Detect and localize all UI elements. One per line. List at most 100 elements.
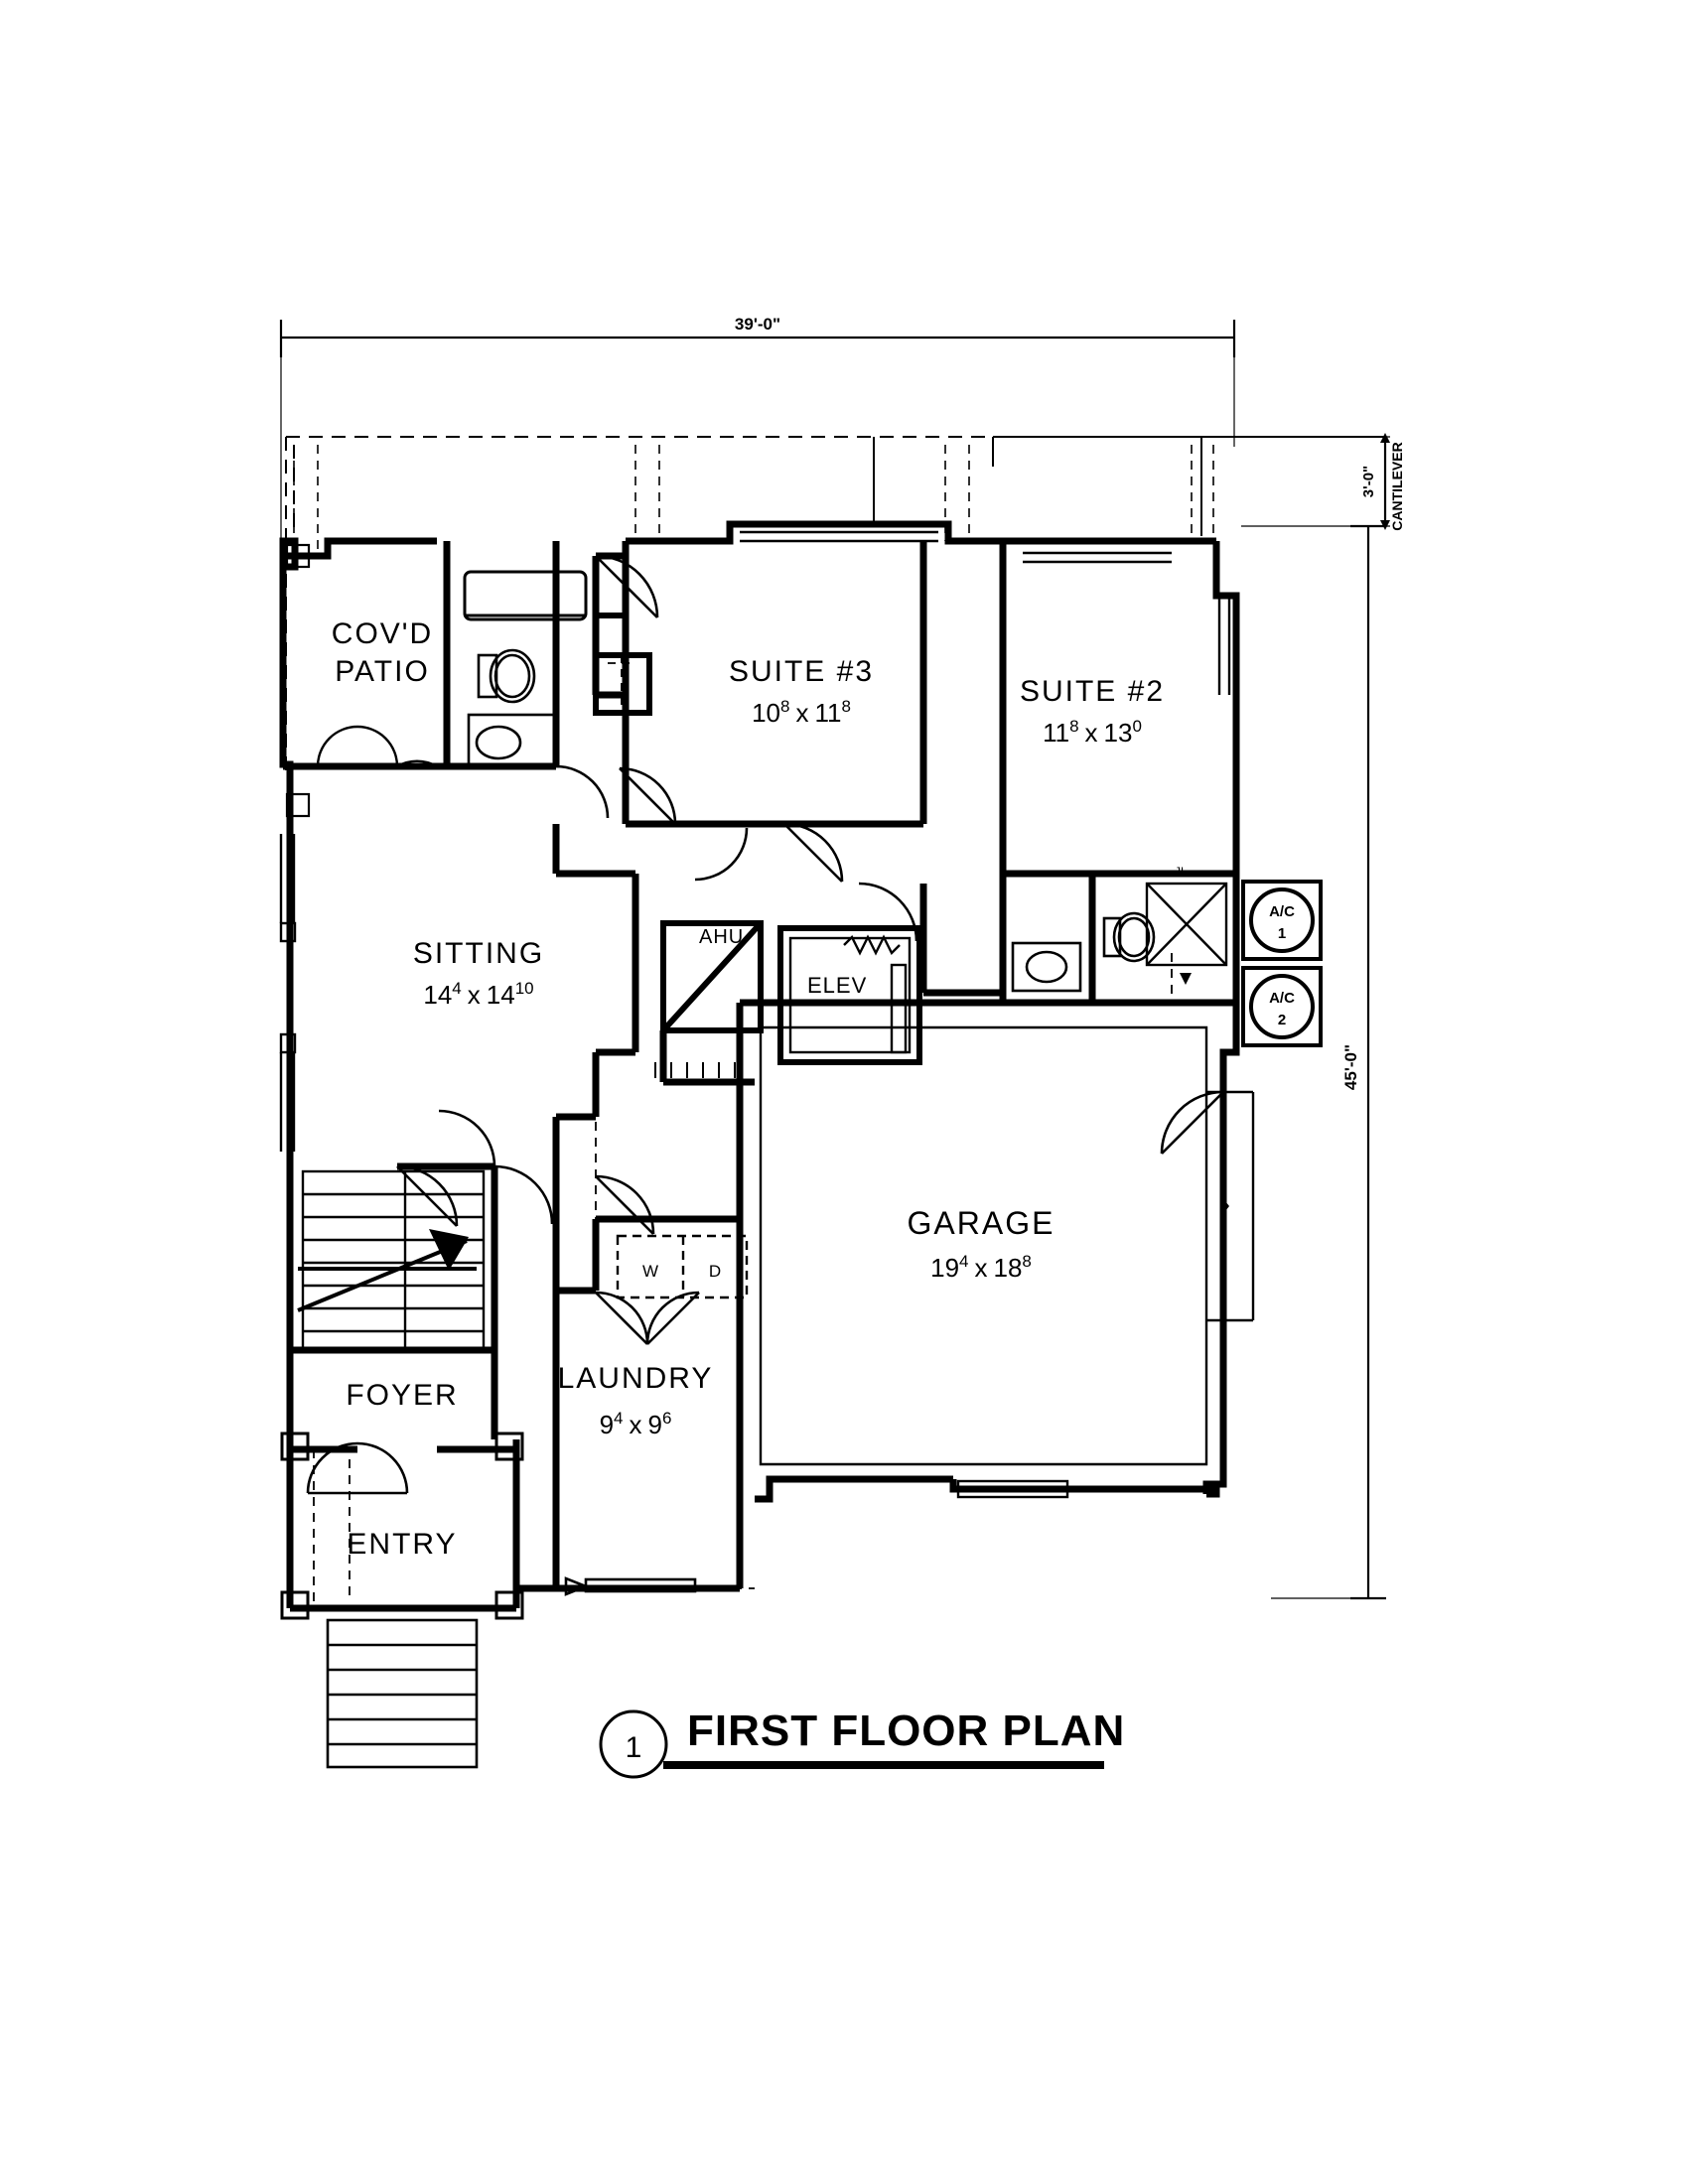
suite-2-window xyxy=(1023,551,1231,695)
suite-2-walls xyxy=(999,541,1236,878)
sitting-windows xyxy=(279,834,297,1152)
garage-dim-a-sup: 4 xyxy=(959,1252,968,1271)
ac-unit-1[interactable] xyxy=(1241,880,1323,961)
title-block: 1 FIRST FLOOR PLAN xyxy=(599,1706,1125,1779)
laundry-dim-b-sup: 6 xyxy=(662,1409,671,1428)
room-label-suite-3: SUITE #3 xyxy=(729,655,874,688)
room-label-covd-patio-line1: COV'D xyxy=(332,617,433,650)
garage-dim-b: 18 xyxy=(994,1253,1023,1283)
staircase xyxy=(301,1169,486,1350)
room-label-suite-2: SUITE #2 xyxy=(1020,675,1165,708)
powder-sink xyxy=(1011,941,1082,993)
dimension-overall-depth-label: 45'-0" xyxy=(1341,1044,1360,1090)
ac-1-number: 1 xyxy=(1278,925,1286,942)
ahu-closet xyxy=(660,920,764,1033)
bathtub xyxy=(463,570,588,621)
garage-door-opening xyxy=(956,1479,1069,1499)
covd-patio-thin xyxy=(285,543,311,818)
room-label-covd-patio-line2: PATIO xyxy=(335,655,430,688)
vanity-sink xyxy=(467,713,560,768)
closet-suite3-dashed xyxy=(608,625,635,707)
room-label-foyer: FOYER xyxy=(346,1379,458,1412)
sitting-dim-b-sup: 10 xyxy=(515,979,534,998)
cantilever-note-label: CANTILEVER xyxy=(1389,442,1405,530)
elevator-shaft xyxy=(777,925,922,1065)
entry-corner-posts xyxy=(280,1432,524,1620)
suite2-dim-x: x xyxy=(1085,718,1098,748)
laundry-dim-a: 9 xyxy=(600,1410,614,1439)
dimension-overall-width-label: 39'-0" xyxy=(735,315,780,334)
laundry-dim-x: x xyxy=(630,1410,642,1439)
room-label-laundry: LAUNDRY xyxy=(558,1362,714,1395)
equipment-label-elev: ELEV xyxy=(807,973,867,998)
suite2-dim-b: 13 xyxy=(1104,718,1133,748)
sitting-dim-b: 14 xyxy=(487,980,515,1010)
linen-closet xyxy=(1145,882,1228,985)
dimension-cantilever-label: 3'-0" xyxy=(1360,466,1377,497)
equipment-label-ahu: AHU xyxy=(699,926,744,948)
suite2-dim-a-sup: 8 xyxy=(1069,717,1078,736)
sitting-dim-x: x xyxy=(468,980,481,1010)
washer-label: W xyxy=(642,1262,658,1281)
laundry-walls xyxy=(552,1215,744,1592)
elevator-inner xyxy=(788,934,912,1054)
suite3-dim-b: 11 xyxy=(814,698,841,728)
suite3-dim-a: 10 xyxy=(752,698,780,728)
dimension-top xyxy=(279,320,1236,556)
suite2-dim-b-sup: 0 xyxy=(1132,717,1141,736)
garage-door-swing xyxy=(1160,1090,1229,1216)
suite2-dim-a: 11 xyxy=(1043,718,1069,748)
ac-unit-2[interactable] xyxy=(1241,966,1323,1047)
door-swings-top xyxy=(555,554,918,942)
powder-toilet xyxy=(1102,911,1156,963)
laundry-dim-b: 9 xyxy=(648,1410,662,1439)
stair-rail-hatch xyxy=(654,1062,736,1078)
sitting-walls xyxy=(286,814,639,1251)
suite-3-window xyxy=(740,530,938,543)
suite3-dim-b-sup: 8 xyxy=(841,697,850,716)
plan-title: FIRST FLOOR PLAN xyxy=(687,1706,1125,1755)
closet-suite3 xyxy=(593,556,652,716)
garage-dim-b-sup: 8 xyxy=(1022,1252,1031,1271)
laundry-dim-a-sup: 4 xyxy=(614,1409,623,1428)
corridor-dashed xyxy=(595,953,1173,1219)
washer-dryer-box xyxy=(616,1234,749,1299)
garage-dim-x: x xyxy=(975,1253,988,1283)
ac-2-label: A/C xyxy=(1269,990,1295,1007)
detail-number: 1 xyxy=(626,1731,642,1764)
front-steps xyxy=(326,1618,479,1769)
sitting-dim-a-sup: 4 xyxy=(452,979,461,998)
ac-1-label: A/C xyxy=(1269,903,1295,920)
entry-walls xyxy=(286,1439,520,1612)
suite3-dim-a-sup: 8 xyxy=(780,697,789,716)
ac-2-number: 2 xyxy=(1278,1012,1286,1028)
entry-door-swings xyxy=(306,1441,409,1495)
entry-dashed-outline xyxy=(313,1449,755,1608)
suite3-dim-x: x xyxy=(795,698,808,728)
stair-direction-arrow xyxy=(297,1229,477,1312)
linen-label: JL xyxy=(1175,865,1188,879)
foyer-door-swing xyxy=(396,1109,554,1227)
room-label-sitting: SITTING xyxy=(413,937,544,970)
powder-room-walls xyxy=(919,874,1236,1007)
garage-dim-a: 19 xyxy=(930,1253,959,1283)
dryer-label: D xyxy=(709,1262,721,1281)
corridor-walls xyxy=(552,993,755,1231)
detail-bubble xyxy=(599,1709,668,1779)
laundry-door-swings xyxy=(564,1174,700,1596)
patio-door-swings xyxy=(316,725,438,768)
sitting-dim-a: 14 xyxy=(423,980,452,1010)
